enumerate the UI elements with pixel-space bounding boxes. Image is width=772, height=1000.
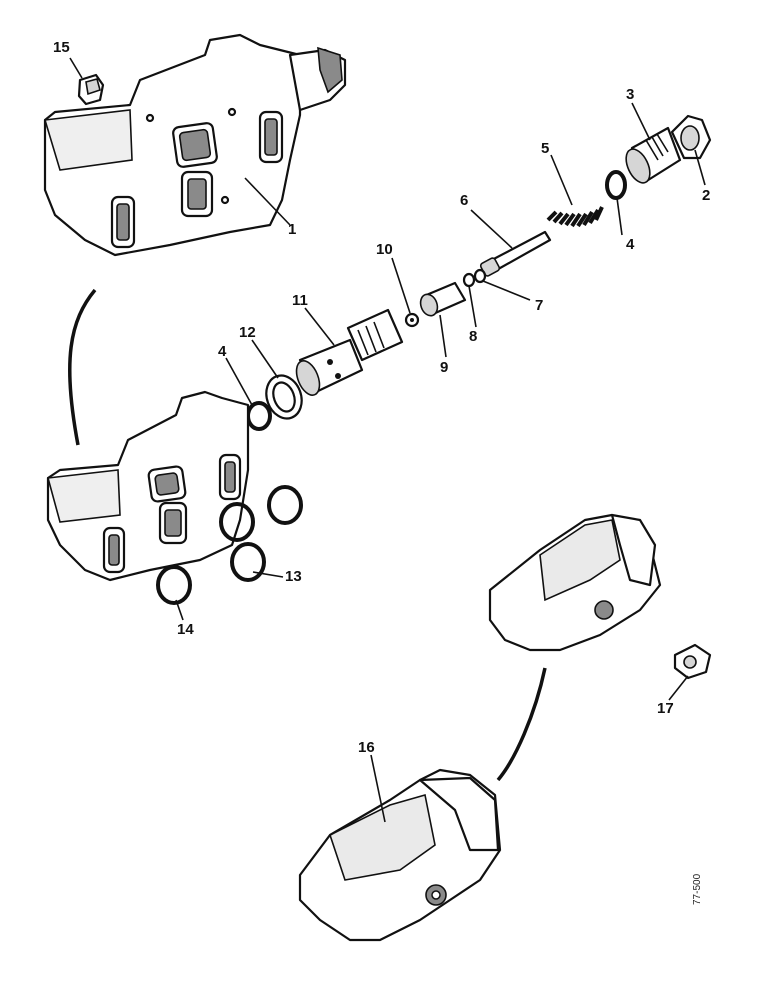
callout-15: 15	[53, 39, 70, 56]
valve-body-part-1	[43, 33, 347, 257]
ring-part-8	[462, 272, 476, 288]
o-ring-part-13-c	[230, 542, 266, 582]
washer-part-12-hole	[272, 381, 296, 413]
o-ring-part-13-a	[267, 485, 303, 525]
reference-code: 77-500	[692, 873, 703, 905]
cover-part-16	[298, 768, 502, 942]
o-ring-part-4-lower	[246, 401, 272, 431]
o-ring-part-13-b	[219, 502, 255, 542]
valve-body-lower	[46, 390, 250, 582]
nut-part-2	[670, 114, 712, 160]
washer-part-10	[404, 312, 420, 328]
callout-9: 9	[440, 359, 448, 376]
sleeve-part-3	[625, 126, 682, 184]
callout-16: 16	[358, 739, 375, 756]
callout-3: 3	[626, 86, 634, 103]
sleeve-part-9	[419, 281, 467, 317]
callout-4-upper: 4	[626, 236, 635, 253]
connector-line-lower	[496, 667, 547, 782]
callout-7: 7	[535, 297, 543, 314]
callout-5: 5	[541, 140, 549, 157]
cover-upper-right	[488, 513, 662, 652]
plug-part-15	[77, 73, 105, 106]
callout-4-lower: 4	[218, 343, 227, 360]
callout-2: 2	[702, 187, 710, 204]
o-ring-part-4-upper	[605, 170, 627, 200]
plug-part-17	[673, 643, 712, 680]
connector-line-upper	[68, 288, 97, 446]
callout-6: 6	[460, 192, 468, 209]
callout-13: 13	[285, 568, 302, 585]
callout-10: 10	[376, 241, 393, 258]
spool-part-6	[479, 230, 552, 277]
leader-lines	[69, 57, 706, 823]
callout-8: 8	[469, 328, 477, 345]
callout-14: 14	[177, 621, 194, 638]
o-ring-part-14	[156, 565, 192, 605]
callout-1: 1	[288, 221, 296, 238]
valve-cartridge-part-11	[295, 308, 404, 396]
callout-17: 17	[657, 700, 674, 717]
callout-11: 11	[292, 292, 308, 309]
spring-part-5	[546, 206, 604, 228]
ring-part-7	[473, 268, 487, 284]
callout-12: 12	[239, 324, 256, 341]
